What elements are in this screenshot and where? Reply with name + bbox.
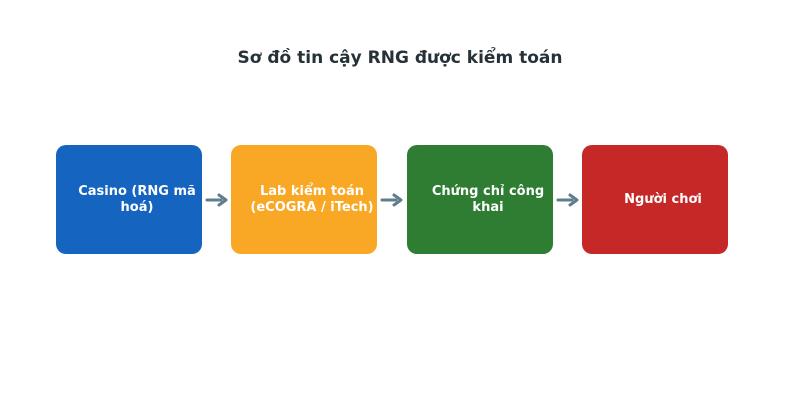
arrow-right-icon <box>380 193 403 207</box>
node-public-certificate-label: Chứng chỉ công khai <box>431 183 545 215</box>
node-audit-lab-label: Lab kiểm toán (eCOGRA / iTech) <box>250 183 374 215</box>
node-casino-label: Casino (RNG mã hoá) <box>78 183 196 215</box>
node-casino: Casino (RNG mã hoá) <box>56 145 202 254</box>
node-player: Người chơi <box>582 145 728 254</box>
node-audit-lab: Lab kiểm toán (eCOGRA / iTech) <box>231 145 377 254</box>
arrow-right-icon <box>556 193 579 207</box>
node-player-label: Người chơi <box>624 191 702 207</box>
arrow-right-icon <box>205 193 228 207</box>
node-public-certificate: Chứng chỉ công khai <box>407 145 553 254</box>
diagram-title: Sơ đồ tin cậy RNG được kiểm toán <box>237 48 563 68</box>
